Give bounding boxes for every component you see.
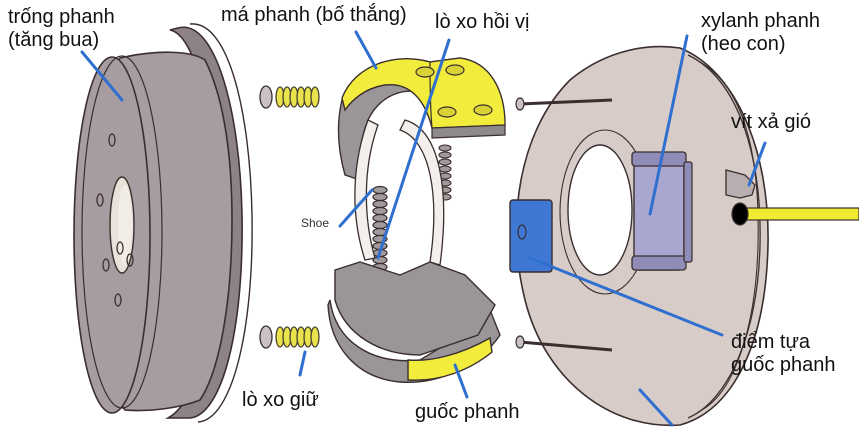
spring-cap: [259, 85, 273, 109]
spring-coil: [310, 86, 320, 108]
label-wheel-cylinder-line2: (heo con): [701, 33, 786, 55]
wheel-cylinder: [631, 151, 693, 271]
bolt-hole: [116, 241, 124, 255]
label-wheel-cylinder: xylanh phanh (heo con): [701, 10, 820, 56]
hold-down-spring-bottom: [259, 325, 320, 349]
label-lining: má phanh (bố thắng): [221, 4, 407, 26]
return-spring-coil: [438, 151, 452, 159]
label-anchor-point-line1: điểm tựa: [731, 331, 810, 353]
bolt-head: [515, 97, 525, 111]
leader-return-spring: [376, 38, 451, 260]
upper-shoe-rim: [431, 124, 506, 139]
drum-face-edge: [81, 55, 163, 409]
leader-plate: [638, 388, 674, 427]
brake-drum: [73, 23, 253, 423]
bolt-hole: [108, 133, 116, 147]
lining-rivets: [415, 64, 493, 118]
spring-coil: [310, 326, 320, 348]
anchor-block-body: [509, 199, 553, 273]
drum-flange-rim: [189, 23, 253, 423]
wheel-cylinder-side: [683, 161, 693, 263]
return-spring-coil: [438, 144, 452, 152]
backing-plate-rim: [687, 54, 761, 419]
return-spring-coil: [372, 185, 388, 195]
backing-plate-rim2: [697, 61, 759, 413]
brake-line-fitting: [731, 202, 749, 226]
leader-lining: [354, 30, 378, 70]
return-spring-coil: [372, 213, 388, 223]
label-drum-line1: trống phanh: [8, 6, 115, 28]
lower-shoe-body: [334, 261, 496, 356]
rivet: [473, 104, 493, 116]
drum-hub-inner: [118, 185, 132, 265]
leader-anchor: [528, 256, 724, 337]
backing-plate-hub-hole: [567, 144, 633, 276]
upper-brake-shoe: [337, 57, 506, 182]
leader-hold-down-spring: [298, 350, 307, 377]
anchor-block: [509, 199, 553, 273]
label-bleeder-screw: vít xả gió: [731, 111, 812, 133]
rivet: [415, 66, 435, 78]
leader-lines: [80, 30, 767, 427]
mounting-bolts: [515, 97, 613, 352]
spring-cap: [259, 325, 273, 349]
rivet: [437, 106, 457, 118]
label-anchor-point-line2: guốc phanh: [731, 354, 836, 376]
leader-brake-shoe: [453, 363, 469, 399]
label-wheel-cylinder-line1: xylanh phanh: [701, 10, 820, 32]
wheel-cylinder-cap-bottom: [631, 255, 687, 271]
leader-bleeder: [747, 141, 767, 187]
bolt-hole: [96, 193, 104, 207]
label-drum: trống phanh (tăng bua): [8, 6, 115, 52]
label-drum-line2: (tăng bua): [8, 29, 100, 51]
return-spring-coil: [438, 165, 452, 173]
return-spring-coil: [372, 199, 388, 209]
lower-brake-lining: [407, 336, 493, 381]
bolt-shaft: [519, 340, 613, 352]
anchor-block-hole: [517, 224, 527, 240]
adjuster-lever: [399, 119, 445, 266]
bleeder-and-line: [725, 169, 859, 226]
bolt-hole: [102, 258, 110, 272]
bolt-hole: [114, 293, 122, 307]
return-spring-coil: [372, 192, 388, 202]
brake-line: [739, 207, 859, 221]
label-anchor-point: điểm tựa guốc phanh: [731, 331, 836, 377]
return-spring-coil: [372, 206, 388, 216]
bolt-hole: [126, 253, 134, 267]
label-return-spring: lò xo hồi vị: [435, 11, 530, 33]
return-spring-coil: [372, 220, 388, 230]
bolt-shaft: [519, 98, 613, 106]
label-shoe-english: Shoe: [301, 216, 330, 230]
bleeder-screw: [725, 169, 756, 199]
shoe-web-left: [354, 119, 379, 261]
leader-shoe-en: [338, 188, 374, 228]
lower-brake-shoe: [327, 261, 501, 383]
leader-drum: [80, 50, 124, 102]
leader-wheel-cylinder: [648, 34, 689, 216]
hold-down-spring-top: [259, 85, 320, 109]
rivet: [445, 64, 465, 76]
bolt-head: [515, 335, 525, 349]
return-spring-coil: [438, 158, 452, 166]
label-hold-down-spring: lò xo giữ: [242, 389, 319, 411]
drum-bolt-holes: [96, 133, 134, 307]
label-brake-shoe: guốc phanh: [415, 401, 520, 423]
